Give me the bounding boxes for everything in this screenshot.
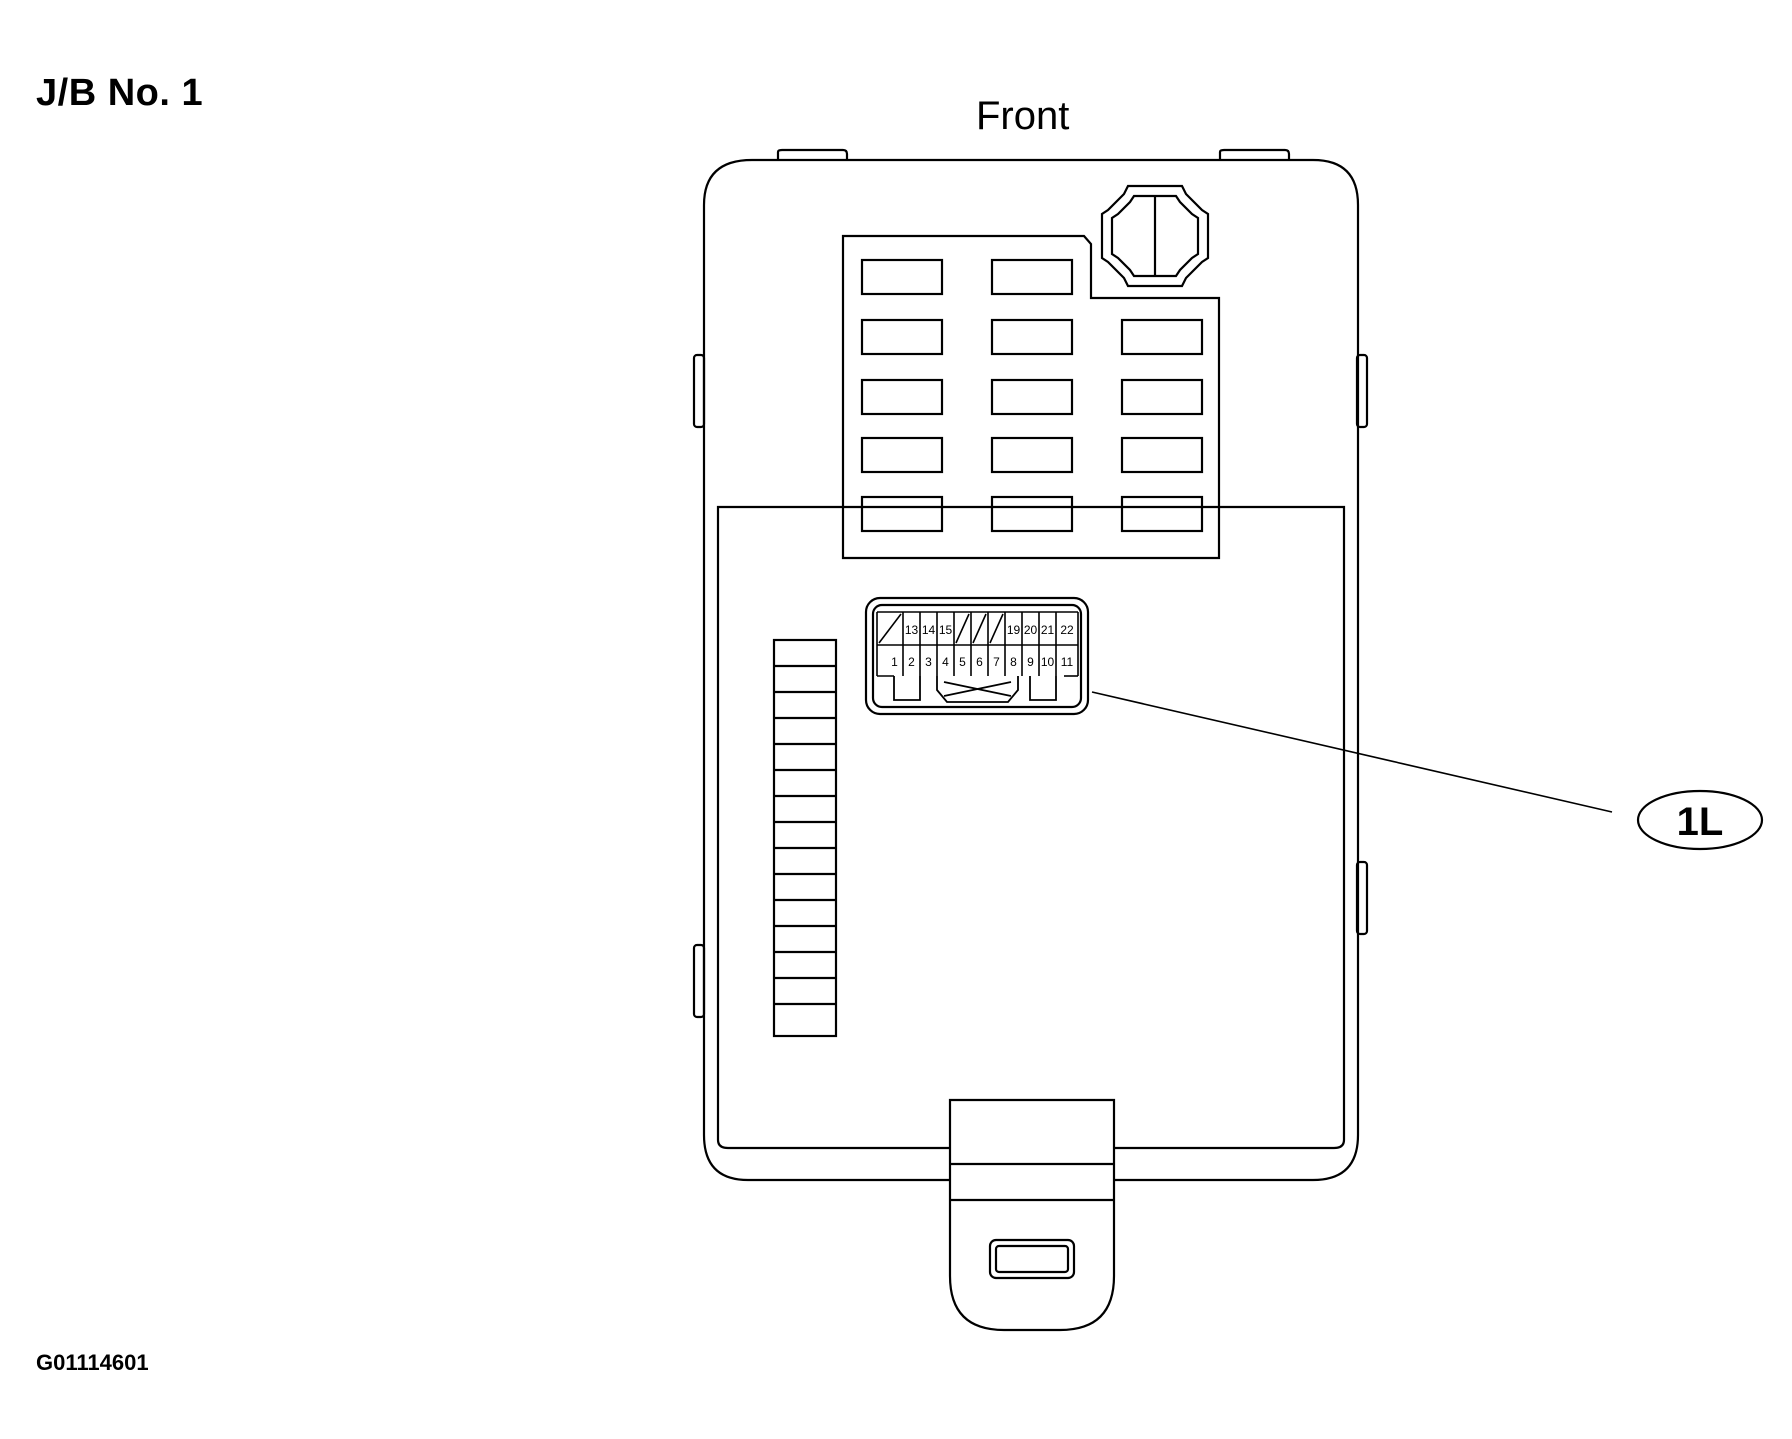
pin-label: 19: [1007, 623, 1021, 637]
connector-1L-pin-labels: 13 14 15 19 20 21 22 1 2 3 4 5 6 7 8 9 1…: [891, 623, 1074, 669]
callout-ellipse: [1636, 789, 1764, 851]
pin-label: 6: [976, 655, 983, 669]
pin-label: 20: [1024, 623, 1038, 637]
connector-1L-latches: [893, 676, 1057, 703]
fuse-slot: [1120, 495, 1204, 533]
pin-label: 13: [905, 623, 919, 637]
relay-stack: [772, 638, 838, 1038]
front-orientation-label: Front: [976, 94, 1070, 138]
pin-label: 1: [891, 655, 898, 669]
release-tab-outer: [948, 1098, 1116, 1332]
fuse-slot: [990, 436, 1074, 474]
pin-label: 9: [1027, 655, 1034, 669]
round-connector-outer: [1100, 184, 1210, 288]
fuse-slot: [990, 378, 1074, 416]
pin-label: 3: [925, 655, 932, 669]
pin-label: 21: [1041, 623, 1055, 637]
fuse-slot: [1120, 318, 1204, 356]
pin-label: 5: [959, 655, 966, 669]
pin-label: 2: [908, 655, 915, 669]
diagram-title: J/B No. 1: [36, 72, 204, 114]
side-clip-left-lower: [692, 943, 706, 1019]
release-tab-slot-inner: [994, 1244, 1070, 1274]
pin-label: 22: [1060, 623, 1074, 637]
fuse-block: [841, 234, 1221, 560]
pin-label: 10: [1041, 655, 1055, 669]
fuse-slot: [1120, 436, 1204, 474]
connector-1L-inner: [871, 603, 1083, 709]
connector-1L: 13 14 15 19 20 21 22 1 2 3 4 5 6 7 8 9 1…: [864, 596, 1090, 716]
fuse-slots: [860, 258, 1204, 533]
pin-label: 14: [922, 623, 936, 637]
pin-label: 15: [939, 623, 953, 637]
connector-1L-top-row: [876, 611, 1079, 677]
pin-label: 11: [1061, 655, 1074, 669]
callout-leader-line: [1091, 691, 1613, 813]
callout-label: 1L: [1677, 800, 1724, 844]
top-mount-tab-right: [1218, 148, 1291, 160]
fuse-slot: [990, 258, 1074, 296]
fuse-slot: [860, 378, 944, 416]
side-clip-left-upper: [692, 353, 706, 429]
lower-cover-panel: [716, 505, 1346, 1150]
fuse-slot: [990, 495, 1074, 533]
round-connector-inner: [1110, 194, 1200, 278]
fuse-slot: [860, 436, 944, 474]
fuse-slot: [860, 258, 944, 296]
pin-label: 7: [993, 655, 1000, 669]
fuse-slot: [990, 318, 1074, 356]
fuse-slot: [1120, 378, 1204, 416]
pin-label: 8: [1010, 655, 1017, 669]
pin-label: 4: [942, 655, 949, 669]
release-tab-slot-outer: [988, 1238, 1076, 1280]
bottom-release-tab: [948, 1098, 1116, 1332]
relay-stack-frame: [772, 638, 838, 1038]
connector-callout: 1L: [1636, 789, 1764, 851]
fuse-slot: [860, 495, 944, 533]
round-connector: [1100, 184, 1210, 288]
top-mount-tab-left: [776, 148, 849, 160]
junction-block-housing: [702, 158, 1360, 1182]
connector-1L-outer: [864, 596, 1090, 716]
figure-id: G01114601: [36, 1350, 149, 1375]
fuse-slot: [860, 318, 944, 356]
